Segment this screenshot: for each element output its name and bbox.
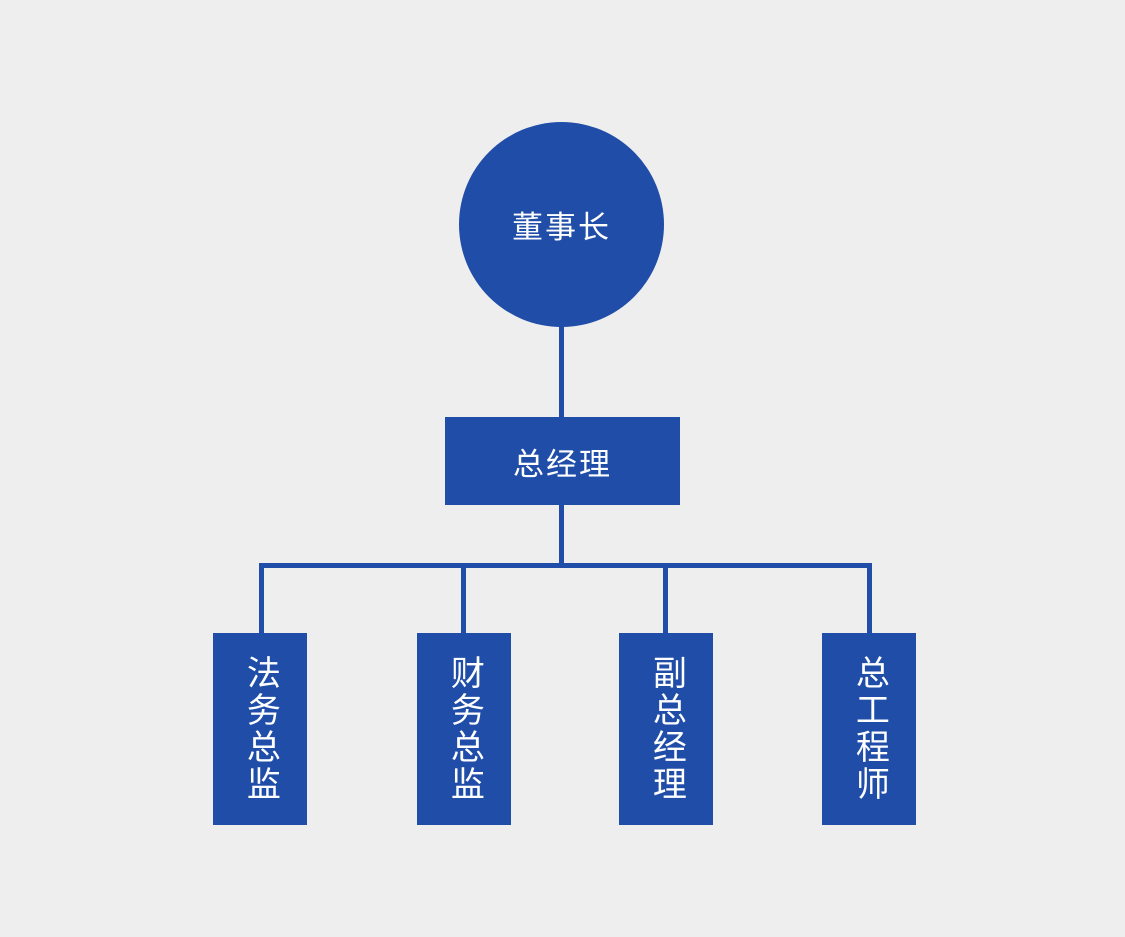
edge-drop-chief-engineer [867, 563, 872, 635]
node-chairman[interactable]: 董事长 [459, 122, 664, 327]
edge-chairman-to-general-manager [559, 322, 564, 422]
edge-drop-legal-director [259, 563, 264, 635]
node-general-manager-label: 总经理 [513, 446, 612, 483]
node-chairman-label: 董事长 [512, 210, 611, 246]
node-chief-engineer[interactable]: 总工程师 [822, 633, 916, 825]
edge-drop-finance-director [461, 563, 466, 635]
node-general-manager[interactable]: 总经理 [445, 417, 680, 505]
node-chief-engineer-label: 总工程师 [849, 655, 890, 803]
node-legal-director[interactable]: 法务总监 [213, 633, 307, 825]
node-deputy-general-manager[interactable]: 副总经理 [619, 633, 713, 825]
edge-horizontal-bus [259, 563, 872, 568]
node-deputy-general-manager-label: 副总经理 [646, 655, 687, 803]
edge-drop-deputy-general-manager [663, 563, 668, 635]
edge-general-manager-stem [559, 502, 564, 568]
node-finance-director-label: 财务总监 [444, 655, 485, 803]
node-legal-director-label: 法务总监 [240, 655, 281, 803]
node-finance-director[interactable]: 财务总监 [417, 633, 511, 825]
